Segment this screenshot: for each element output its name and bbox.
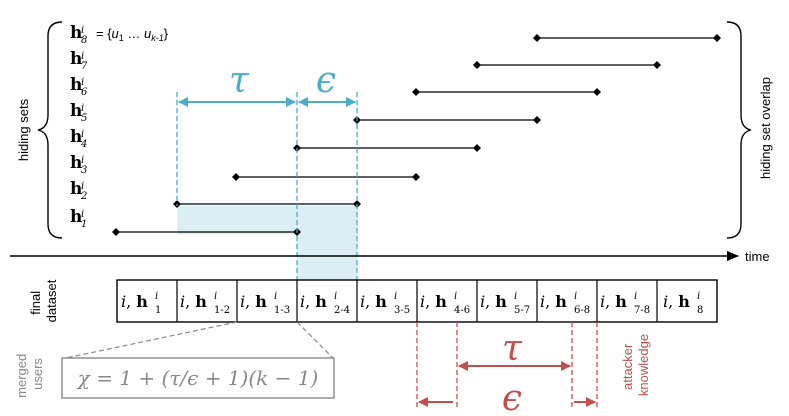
svg-text:6-8: 6-8 [574, 305, 590, 316]
svg-text:4: 4 [80, 139, 87, 150]
svg-text:2: 2 [80, 191, 87, 202]
svg-text:3-5: 3-5 [394, 305, 410, 316]
label-h2: hi2 [70, 179, 87, 202]
attacker-knowledge-label: attacker knowledge [620, 334, 651, 396]
svg-text:i: i [81, 155, 84, 166]
svg-text:6: 6 [81, 87, 88, 98]
cell-9: i, h i 7-8 [600, 291, 650, 316]
final-dataset-row: i, h i 1 i, h i 1-2 i, h i 1-3 i, h i 2-4 i, h i 3… [116, 279, 718, 323]
svg-text:i, h: i, h [600, 292, 627, 311]
label-h6: hi6 [70, 75, 88, 98]
svg-text:2-4: 2-4 [334, 305, 350, 316]
svg-text:i, h: i, h [420, 292, 447, 311]
svg-text:i, h: i, h [540, 292, 567, 311]
hiding-set-labels: hi8 = {u1 … uk-1} hi7 hi6 hi5 hi4 hi3 hi… [70, 23, 169, 230]
svg-text:i, h: i, h [480, 292, 507, 311]
overlap-region-h1 [177, 206, 297, 234]
cell-7: i, h i 5-7 [480, 291, 530, 316]
tau-symbol-bottom: τ [502, 328, 523, 369]
svg-text:i: i [214, 291, 217, 302]
svg-text:i, h: i, h [300, 292, 327, 311]
svg-text:i: i [274, 291, 277, 302]
cell-5: i, h i 3-5 [360, 291, 410, 316]
svg-text:i: i [634, 291, 637, 302]
merged-users-label: merged users [14, 350, 45, 398]
epsilon-symbol-top: ϵ [316, 60, 336, 101]
svg-text:i: i [81, 181, 84, 192]
overlap-region-h2 [297, 206, 357, 280]
label-h3: hi3 [70, 153, 87, 176]
time-label: time [745, 249, 770, 264]
svg-text:i: i [394, 291, 397, 302]
svg-text:8: 8 [697, 305, 703, 316]
svg-text:i: i [574, 291, 577, 302]
svg-text:h: h [70, 207, 82, 227]
cell-6: i, h i 4-6 [420, 291, 470, 316]
formula-box [61, 357, 335, 399]
right-brace [726, 21, 752, 239]
svg-text:h: h [70, 49, 82, 69]
cell-2: i, h i 1-2 [180, 291, 230, 316]
svg-text:3: 3 [81, 165, 87, 176]
right-brace-label: hiding set overlap [758, 77, 773, 179]
svg-text:5-7: 5-7 [514, 305, 530, 316]
left-brace [37, 21, 63, 239]
svg-text:i: i [155, 291, 158, 302]
label-h5: hi5 [70, 101, 87, 124]
svg-text:h: h [70, 75, 82, 95]
svg-text:8: 8 [81, 35, 87, 46]
svg-text:5: 5 [81, 113, 87, 124]
svg-text:h: h [70, 127, 82, 147]
final-dataset-label: final dataset [28, 279, 59, 322]
h8-extra: = {u1 … uk-1} [96, 26, 169, 43]
label-h1: hi1 [70, 207, 87, 230]
cell-1: i, h i 1 [121, 291, 161, 316]
formula: χ = 1 + (τ/ϵ + 1)(k − 1) [76, 366, 319, 390]
svg-text:h: h [70, 179, 82, 199]
left-brace-label: hiding sets [16, 98, 31, 161]
svg-text:i, h: i, h [180, 292, 207, 311]
svg-text:h: h [70, 153, 82, 173]
svg-text:i: i [514, 291, 517, 302]
svg-text:i, h: i, h [121, 292, 148, 311]
svg-text:1: 1 [81, 219, 87, 230]
svg-text:7: 7 [81, 61, 88, 72]
svg-text:i: i [334, 291, 337, 302]
tau-epsilon-annotation-top: τ ϵ [176, 60, 358, 280]
cell-8: i, h i 6-8 [540, 291, 590, 316]
label-h8: hi8 = {u1 … uk-1} [70, 23, 169, 46]
svg-text:i: i [81, 129, 84, 140]
svg-text:1: 1 [155, 305, 161, 316]
svg-text:i: i [81, 25, 84, 36]
label-h7: hi7 [70, 49, 88, 72]
svg-text:h: h [70, 101, 82, 121]
svg-text:h: h [70, 23, 82, 43]
svg-text:4-6: 4-6 [454, 305, 470, 316]
svg-text:i: i [81, 209, 84, 220]
label-h4: hi4 [70, 127, 87, 150]
epsilon-symbol-bottom: ϵ [502, 378, 522, 416]
svg-text:i: i [81, 77, 84, 88]
svg-text:i: i [454, 291, 457, 302]
svg-text:1-3: 1-3 [274, 305, 290, 316]
span-endpoints [112, 34, 721, 236]
hiding-set-spans [116, 37, 717, 233]
svg-text:i: i [81, 51, 84, 62]
svg-text:7-8: 7-8 [634, 305, 650, 316]
attacker-annotation: τ ϵ [416, 322, 598, 416]
svg-text:i, h: i, h [663, 292, 690, 311]
svg-text:i: i [81, 103, 84, 114]
svg-text:i: i [697, 291, 700, 302]
tau-symbol-top: τ [229, 60, 250, 101]
cell-4: i, h i 2-4 [300, 291, 350, 316]
svg-text:i, h: i, h [360, 292, 387, 311]
cell-3: i, h i 1-3 [240, 291, 290, 316]
svg-text:1-2: 1-2 [214, 305, 230, 316]
svg-text:i, h: i, h [240, 292, 267, 311]
cell-10: i, h i 8 [663, 291, 703, 316]
